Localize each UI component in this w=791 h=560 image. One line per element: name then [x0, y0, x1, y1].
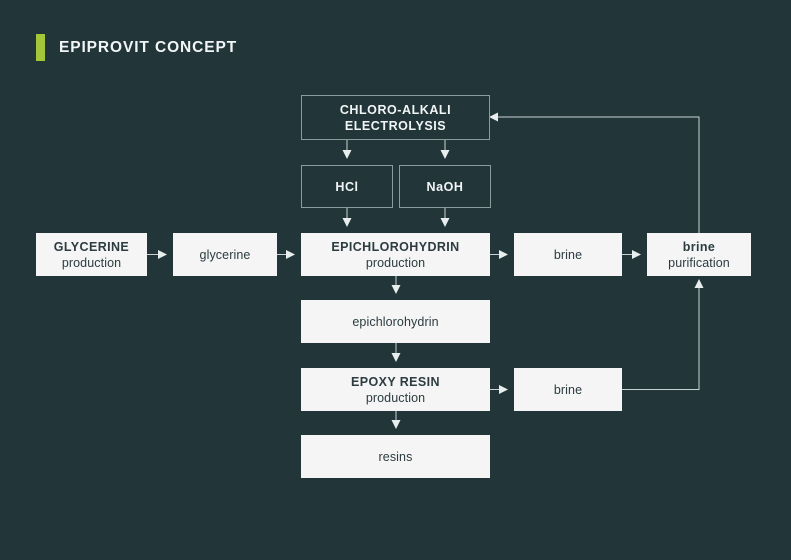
- node-chloro-alkali-electrolysis[interactable]: CHLORO-ALKALI ELECTROLYSIS: [301, 95, 490, 140]
- node-line-primary: HCl: [335, 179, 359, 194]
- node-line-secondary: production: [61, 255, 122, 270]
- node-line-secondary: production: [365, 390, 426, 405]
- node-line-primary: brine: [553, 382, 583, 397]
- node-naoh[interactable]: NaOH: [399, 165, 491, 208]
- node-line-primary: glycerine: [199, 247, 251, 262]
- node-epoxy-resin-production[interactable]: EPOXY RESIN production: [301, 368, 490, 411]
- node-line-primary: CHLORO-ALKALI: [339, 102, 452, 117]
- accent-bar: [36, 34, 45, 61]
- wire-brine-purification-to-electrolysis: [489, 112, 700, 233]
- node-line-primary: resins: [378, 449, 413, 464]
- node-glycerine-production[interactable]: GLYCERINE production: [36, 233, 147, 276]
- node-line-primary: GLYCERINE: [53, 239, 130, 254]
- node-hcl[interactable]: HCl: [301, 165, 393, 208]
- node-line-primary: EPICHLOROHYDRIN: [331, 239, 460, 254]
- node-epichlorohydrin-production[interactable]: EPICHLOROHYDRIN production: [301, 233, 490, 276]
- wire-brine-lower-to-brine-purification: [622, 279, 704, 390]
- node-line-primary: brine: [682, 239, 716, 254]
- node-line-secondary: ELECTROLYSIS: [344, 118, 447, 133]
- page-header: EPIPROVIT CONCEPT: [36, 34, 237, 61]
- node-line-secondary: purification: [668, 255, 730, 270]
- node-line-primary: brine: [553, 247, 583, 262]
- node-brine-purification[interactable]: brine purification: [647, 233, 751, 276]
- node-line-primary: NaOH: [426, 179, 464, 194]
- node-brine-upper[interactable]: brine: [514, 233, 622, 276]
- node-line-primary: epichlorohydrin: [352, 314, 439, 329]
- node-line-primary: EPOXY RESIN: [351, 374, 440, 389]
- node-glycerine[interactable]: glycerine: [173, 233, 277, 276]
- node-resins[interactable]: resins: [301, 435, 490, 478]
- page-title: EPIPROVIT CONCEPT: [59, 38, 238, 56]
- node-epichlorohydrin[interactable]: epichlorohydrin: [301, 300, 490, 343]
- node-brine-lower[interactable]: brine: [514, 368, 622, 411]
- node-line-secondary: production: [365, 255, 426, 270]
